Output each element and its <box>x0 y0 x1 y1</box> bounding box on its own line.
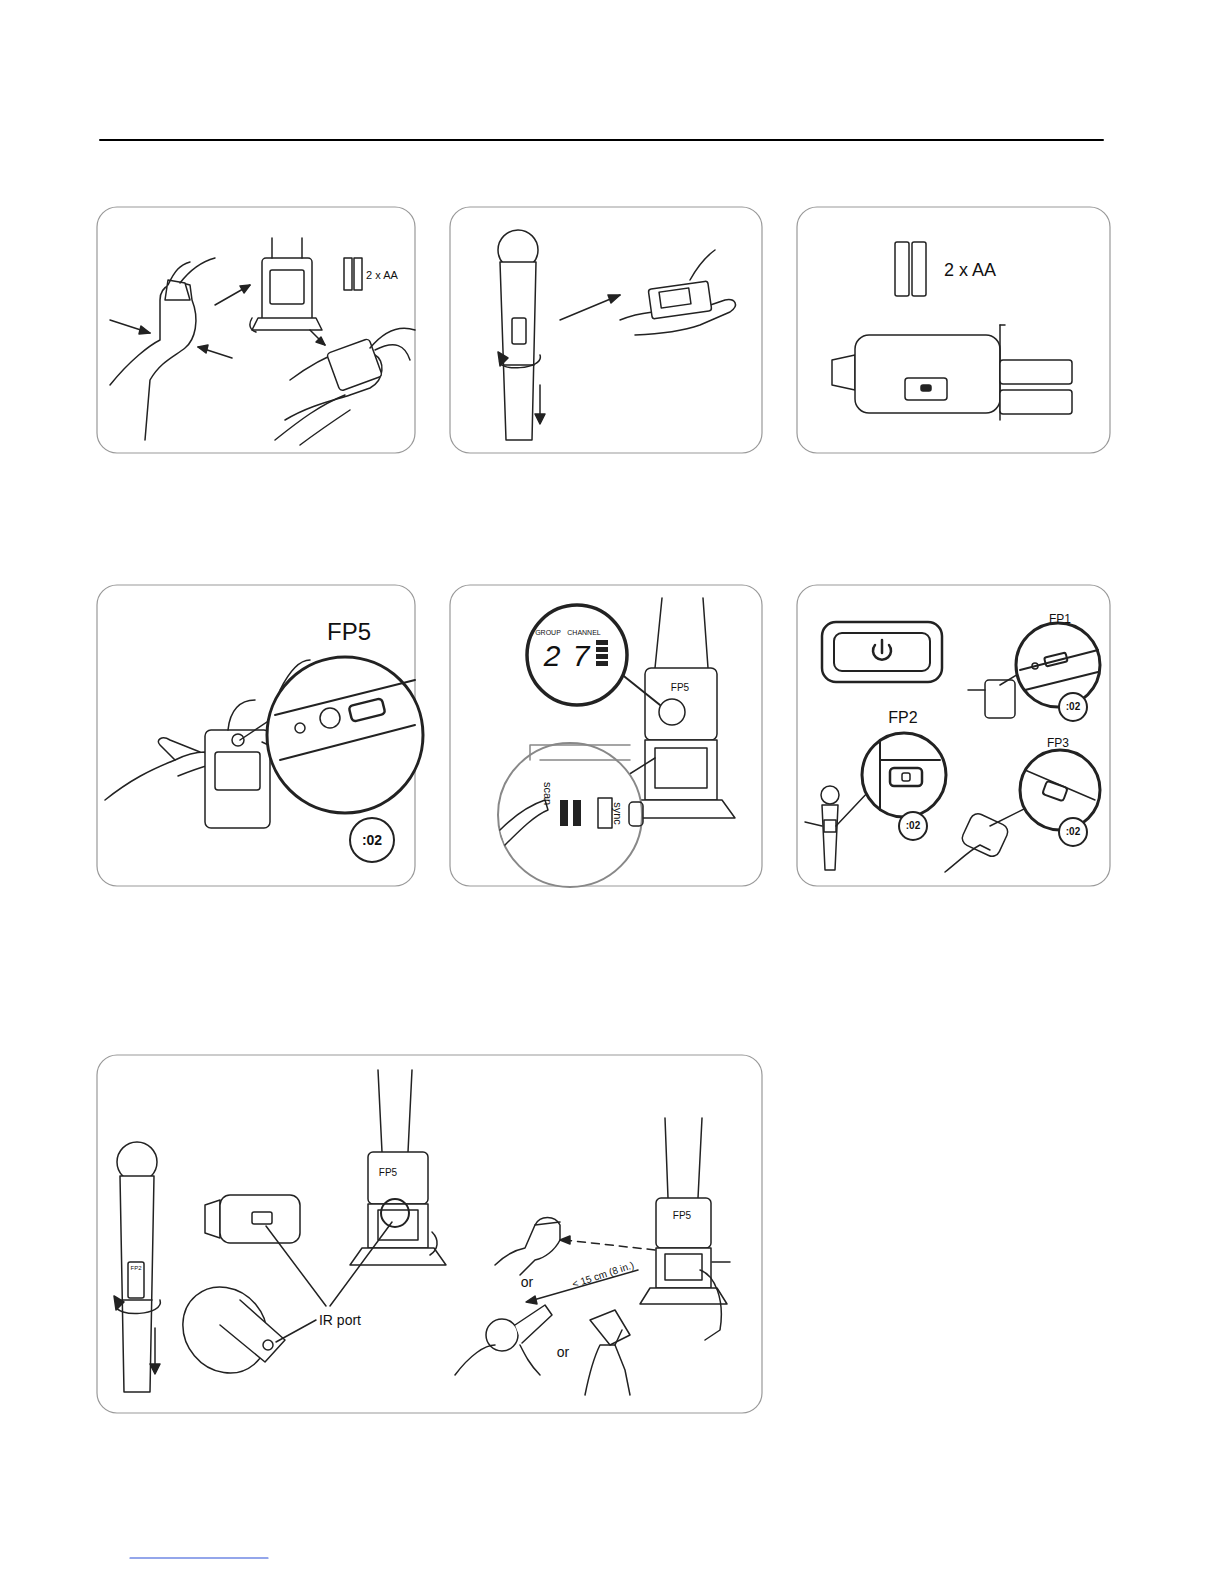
dimension-label: < 15 cm (8 in.) <box>571 1260 635 1289</box>
battery-label: 2 x AA <box>944 261 996 279</box>
model-label: FP2 <box>888 710 917 726</box>
display-digit: 7 <box>573 641 590 671</box>
model-label: FP5 <box>327 620 371 644</box>
button-label: scan <box>543 781 554 804</box>
timer-label: :02 <box>1066 827 1080 837</box>
note-label: or <box>521 1275 533 1289</box>
display-digit: 2 <box>544 641 561 671</box>
model-label: FP3 <box>1047 737 1069 749</box>
model-label: FP2 <box>130 1265 141 1271</box>
button-label: sync <box>612 802 623 825</box>
display-label: GROUP <box>535 629 561 636</box>
battery-label: 2 x AA <box>366 270 398 281</box>
model-label: FP5 <box>379 1168 397 1178</box>
timer-label: :02 <box>906 821 920 831</box>
model-label: FP5 <box>671 683 689 693</box>
note-label: or <box>557 1345 569 1359</box>
model-label: FP1 <box>1049 613 1071 625</box>
timer-label: :02 <box>362 833 382 847</box>
timer-label: :02 <box>1066 702 1080 712</box>
part-label: IR port <box>319 1313 361 1327</box>
display-label: CHANNEL <box>567 629 600 636</box>
model-label: FP5 <box>673 1211 691 1221</box>
